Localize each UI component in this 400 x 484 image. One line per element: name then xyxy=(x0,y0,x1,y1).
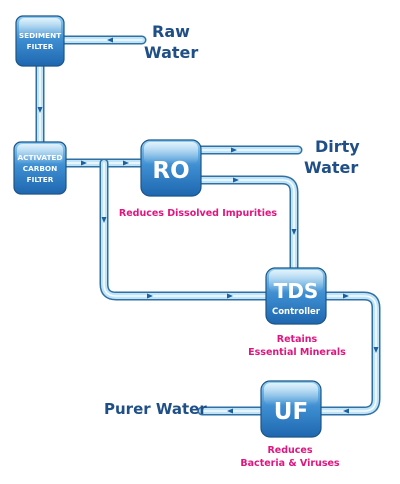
flow-arrow-icon xyxy=(291,229,297,235)
ro-unit-label: RO xyxy=(152,158,189,184)
tds-description-line2: Essential Minerals xyxy=(248,347,346,358)
tds-description-line1: Retains xyxy=(277,334,318,345)
flow-arrow-icon xyxy=(227,293,233,299)
dirty-water-label-line2: Water xyxy=(304,158,358,177)
flow-arrow-icon xyxy=(373,347,379,353)
flow-arrow-icon xyxy=(343,293,349,299)
ro-unit: RO xyxy=(140,139,202,197)
tds-unit-title: TDS xyxy=(274,279,319,303)
flow-arrow-icon xyxy=(147,293,153,299)
purer-water-label: Purer Water xyxy=(104,400,207,418)
flow-arrow-icon xyxy=(227,408,233,414)
sediment-filter-label-line1: SEDIMENT xyxy=(19,31,61,40)
tds-controller-unit: TDS Controller xyxy=(265,267,327,325)
flow-arrow-icon xyxy=(343,408,349,414)
uf-unit-label: UF xyxy=(274,399,308,425)
flow-arrow-icon xyxy=(107,37,113,43)
pipe-bypass-to-tds xyxy=(99,158,271,301)
flow-arrow-icon xyxy=(101,217,107,223)
pipe-ro-to-tds xyxy=(196,175,299,273)
carbon-filter-label-line2: CARBON xyxy=(23,164,58,173)
sediment-filter-label-line2: FILTER xyxy=(27,42,54,51)
flow-arrow-icon xyxy=(81,160,87,166)
raw-water-label-line1: Raw xyxy=(152,22,190,41)
flow-arrow-icon xyxy=(233,177,239,183)
pipe-network xyxy=(35,35,381,416)
activated-carbon-filter-unit: ACTIVATED CARBON FILTER xyxy=(13,141,67,195)
pipe-tds-to-uf xyxy=(316,291,381,416)
flow-arrows xyxy=(37,37,379,414)
uf-unit: UF xyxy=(260,380,322,438)
raw-water-label-line2: Water xyxy=(144,43,198,62)
carbon-filter-label-line1: ACTIVATED xyxy=(18,153,63,162)
flow-arrow-icon xyxy=(123,160,129,166)
uf-description-line2: Bacteria & Viruses xyxy=(240,458,340,469)
flow-arrow-icon xyxy=(37,107,43,113)
sediment-filter-unit: SEDIMENT FILTER xyxy=(15,15,65,67)
uf-description-line1: Reduces xyxy=(267,445,312,456)
dirty-water-label-line1: Dirty xyxy=(315,137,360,156)
tds-unit-subtitle: Controller xyxy=(272,307,321,317)
carbon-filter-label-line3: FILTER xyxy=(27,175,54,184)
ro-description: Reduces Dissolved Impurities xyxy=(119,208,278,219)
flow-arrow-icon xyxy=(231,147,237,153)
